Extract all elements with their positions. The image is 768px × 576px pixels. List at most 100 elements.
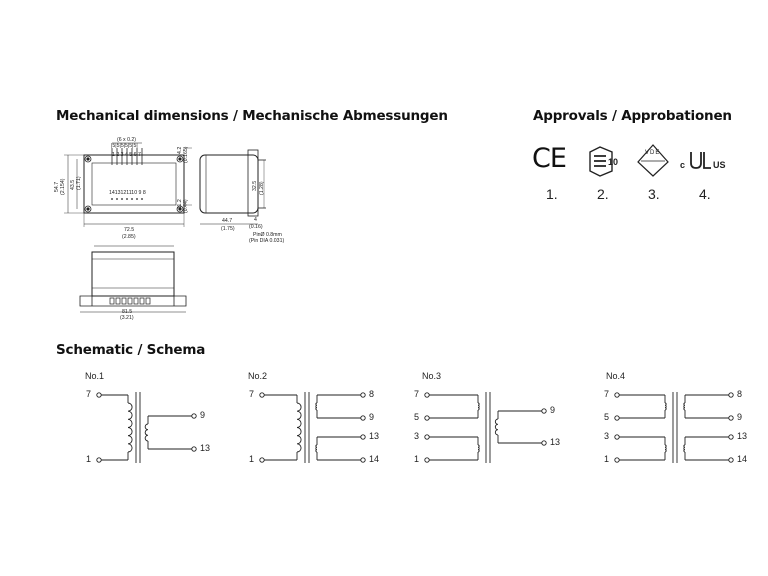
approval-number-2: 2. [597, 186, 609, 202]
terminal-dot [614, 434, 620, 440]
terminal-dot [614, 457, 620, 463]
primary-pin-label: 7 [86, 389, 92, 399]
terminal-dot [541, 408, 547, 414]
terminal-dot [614, 392, 620, 398]
primary-winding-1 [664, 402, 667, 411]
ul-recognized-mark-icon [690, 152, 711, 169]
terminal-dot [728, 415, 734, 421]
terminal-dot [424, 392, 430, 398]
primary-winding-1 [477, 402, 480, 411]
terminal-dot [360, 434, 366, 440]
ul-c-text: c [680, 160, 686, 170]
secondary-pin-label: 8 [737, 389, 743, 399]
secondary-pin-label: 9 [369, 412, 375, 422]
primary-pin-label: 7 [604, 389, 610, 399]
primary-winding-1 [296, 402, 302, 453]
base-width-label: 81.5 [122, 309, 133, 315]
ce-mark-icon: CE [532, 143, 567, 174]
primary-pin-label: 5 [414, 412, 420, 422]
terminal-dot [360, 415, 366, 421]
schematic-title-1: No.1 [85, 371, 105, 381]
primary-pin-label: 1 [249, 454, 255, 464]
base-width-in-label: (3.21) [120, 315, 134, 321]
secondary-pin-label: 13 [737, 431, 748, 441]
vde-mark-icon [637, 144, 669, 177]
primary-pin-label: 1 [604, 454, 610, 464]
mechanical-dimensions-heading: Mechanical dimensions / Mechanische Abme… [56, 108, 448, 124]
secondary-pin-label: 14 [737, 454, 748, 464]
primary-pin-label: 1 [414, 454, 420, 464]
pin-diameter-in-label: (Pin DIA 0.031) [249, 238, 285, 244]
terminal-dot [728, 434, 734, 440]
height-total-in-label: (2.154) [60, 178, 66, 195]
terminal-dot [728, 392, 734, 398]
terminal-dot [424, 434, 430, 440]
side-width-label: 44.7 [222, 218, 233, 224]
secondary-pin-label: 14 [369, 454, 380, 464]
side-view-drawing [199, 149, 266, 225]
schematic-graphics [96, 392, 734, 463]
approval-number-4: 4. [699, 186, 711, 202]
secondary-winding-1 [683, 402, 686, 411]
primary-pin-label: 7 [249, 389, 255, 399]
vde-text: VDE [645, 150, 661, 156]
primary-pin-label: 5 [604, 412, 610, 422]
terminal-dot [424, 457, 430, 463]
width-label: 72.5 [124, 227, 135, 233]
pin-diameter-label: PinØ 0.8mm [253, 232, 282, 238]
primary-pin-label: 3 [414, 431, 420, 441]
secondary-pin-label: 9 [200, 410, 206, 420]
enec-10-text: 10 [608, 157, 619, 167]
bottom-pin-numbers: 1413121110 9 8 [109, 190, 146, 196]
approvals-heading: Approvals / Approbationen [533, 108, 732, 124]
secondary-pin-label: 9 [550, 405, 556, 415]
top-offset-in-label: (0.165) [183, 146, 189, 163]
secondary-winding-1 [144, 423, 149, 442]
terminal-dot [360, 392, 366, 398]
secondary-pin-label: 8 [369, 389, 375, 399]
side-height-in-label: (1.28) [259, 181, 265, 195]
primary-winding-2 [664, 444, 667, 453]
secondary-winding-2 [315, 444, 318, 453]
height-inner-in-label: (1.71) [76, 176, 82, 190]
secondary-pin-label: 13 [200, 443, 211, 453]
terminal-dot [96, 392, 102, 398]
approval-number-3: 3. [648, 186, 660, 202]
secondary-pin-label: 13 [369, 431, 380, 441]
primary-pin-label: 7 [414, 389, 420, 399]
bottom-offset-in-label: (0.44) [183, 199, 189, 213]
pin-pitch-values: |5|5|5|5|5|5| [111, 143, 138, 149]
terminal-dot [191, 446, 197, 452]
ul-us-text: US [713, 160, 726, 170]
terminal-dot [259, 457, 265, 463]
top-view-drawing [64, 142, 192, 227]
enec-10-mark-icon [589, 146, 613, 177]
front-view-drawing [79, 245, 187, 313]
top-pin-numbers: 1 2 3 4 5 6 7 [112, 152, 141, 158]
schematic-title-4: No.4 [606, 371, 626, 381]
schematic-title-3: No.3 [422, 371, 442, 381]
terminal-dot [96, 457, 102, 463]
width-in-label: (2.85) [122, 234, 136, 240]
terminal-dot [424, 415, 430, 421]
side-height-label: 32.5 [252, 180, 258, 191]
secondary-winding-2 [683, 444, 686, 453]
secondary-pin-label: 9 [737, 412, 743, 422]
pin-length-label: 4 [254, 217, 257, 223]
primary-winding-2 [477, 444, 480, 453]
terminal-dot [541, 440, 547, 446]
approval-number-1: 1. [546, 186, 558, 202]
schematic-heading: Schematic / Schema [56, 342, 206, 358]
secondary-winding-1 [494, 418, 499, 436]
secondary-pin-label: 13 [550, 437, 561, 447]
schematic-title-2: No.2 [248, 371, 268, 381]
terminal-dot [191, 413, 197, 419]
terminal-dot [360, 457, 366, 463]
primary-winding-1 [127, 402, 133, 453]
terminal-dot [614, 415, 620, 421]
side-width-in-label: (1.75) [221, 226, 235, 232]
terminal-dot [728, 457, 734, 463]
primary-pin-label: 3 [604, 431, 610, 441]
secondary-winding-1 [315, 402, 318, 411]
